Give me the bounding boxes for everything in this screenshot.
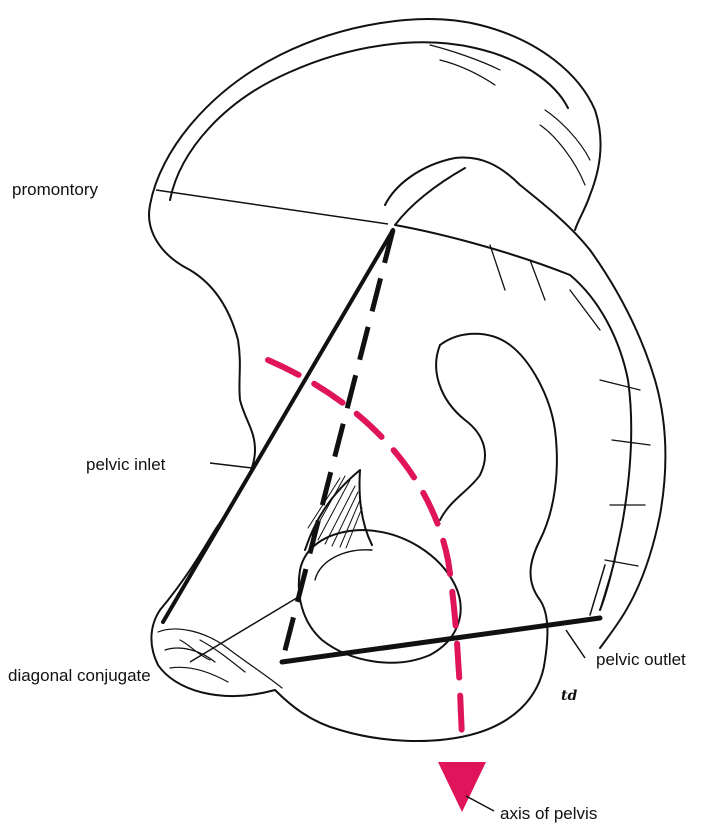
pelvic-inlet-leader xyxy=(210,463,252,468)
label-diagonal-conjugate: diagonal conjugate xyxy=(8,667,151,684)
promontory-leader xyxy=(156,190,388,224)
sacral-tip-detail xyxy=(590,560,615,615)
label-promontory: promontory xyxy=(12,181,98,198)
pubic-symphysis-texture xyxy=(158,629,282,688)
label-axis-of-pelvis: axis of pelvis xyxy=(500,805,597,822)
pelvic-outlet-leader xyxy=(566,630,585,658)
diagonal-conjugate-leader xyxy=(190,596,300,662)
pelvic-inlet-line xyxy=(163,230,393,622)
axis-arrowhead xyxy=(438,762,486,812)
greater-sciatic-notch xyxy=(436,345,485,520)
label-pelvic-inlet: pelvic inlet xyxy=(86,456,165,473)
artist-signature: td xyxy=(561,688,577,704)
obturator-region-outline xyxy=(275,334,557,741)
sacrum-inner-outline xyxy=(395,168,631,610)
label-pelvic-outlet: pelvic outlet xyxy=(596,651,686,668)
iliac-crest-texture xyxy=(430,45,590,185)
sacral-segments xyxy=(490,245,650,566)
axis-of-pelvis-leader xyxy=(466,796,494,811)
posterior-ilium-outline xyxy=(149,205,255,610)
acetabulum-inner xyxy=(315,550,372,580)
iliac-inner-rim xyxy=(170,42,568,200)
bone-outline xyxy=(149,19,665,741)
pelvic-outlet-line xyxy=(282,618,600,662)
